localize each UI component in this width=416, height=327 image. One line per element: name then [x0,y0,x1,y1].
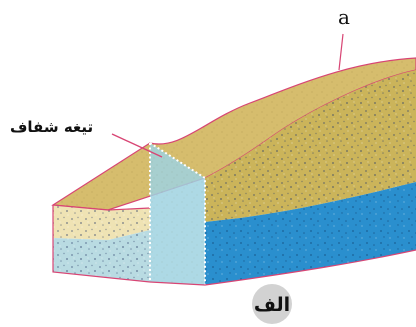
point-a-label: a [338,5,350,29]
panel-label: الف [254,294,290,316]
label-a-leader-line [339,34,343,70]
front-face-texture [53,205,150,282]
transparent-blade-label: تیغه شفاف [10,118,93,136]
